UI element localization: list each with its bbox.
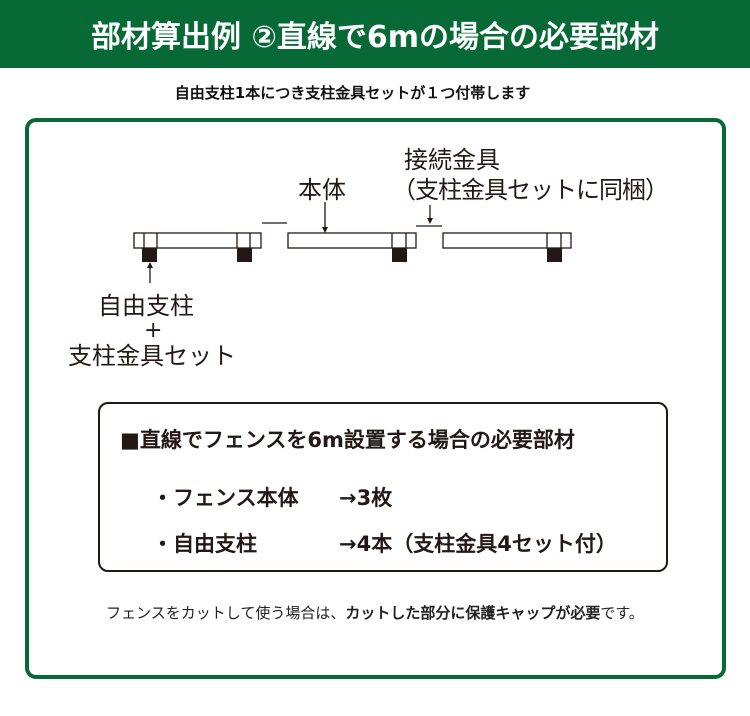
fence-panel-3: [442, 232, 572, 249]
post-3: [392, 248, 407, 262]
item-name: ・自由支柱: [152, 532, 257, 556]
body-label: 本体: [298, 176, 346, 204]
cut-fence-note: フェンスをカットして使う場合は、カットした部分に保護キャップが必要です。: [0, 602, 750, 623]
item-qty: →3枚: [339, 486, 393, 510]
title-banner: 部材算出例 ②直線で6mの場合の必要部材: [0, 0, 750, 68]
post-1: [142, 248, 157, 262]
note-emphasis: カットした部分に保護キャップが必要: [345, 604, 601, 622]
item-name: ・フェンス本体: [152, 486, 299, 510]
post-label-line1: 自由支柱: [98, 292, 194, 320]
required-item-post: ・自由支柱 →4本（支柱金具4セット付）: [152, 528, 617, 558]
joint-label-line1: 接続金具: [404, 146, 500, 174]
note-text-end: です。: [600, 604, 644, 622]
fence-panel-2: [287, 232, 417, 249]
diagram-frame: [25, 118, 726, 679]
post-set-note: 自由支柱1本につき支柱金具セットが１つ付帯します: [174, 84, 531, 102]
required-item-fence-body: ・フェンス本体 →3枚: [152, 482, 392, 512]
item-qty: →4本（支柱金具4セット付）: [339, 532, 617, 556]
note-text: フェンスをカットして使う場合は、: [106, 604, 346, 622]
required-parts-box: ■直線でフェンスを6m設置する場合の必要部材 ・フェンス本体 →3枚 ・自由支柱 →…: [98, 402, 668, 572]
page-title: 部材算出例 ②直線で6mの場合の必要部材: [91, 20, 659, 55]
post-2: [237, 248, 252, 262]
joint-label-line2: （支柱金具セットに同梱）: [392, 176, 669, 204]
post-4: [547, 248, 562, 262]
post-label-plus: +: [144, 318, 163, 343]
post-label-line2: 支柱金具セット: [68, 342, 236, 370]
required-parts-title: ■直線でフェンスを6m設置する場合の必要部材: [120, 428, 575, 452]
fence-panel-1: [133, 232, 262, 249]
